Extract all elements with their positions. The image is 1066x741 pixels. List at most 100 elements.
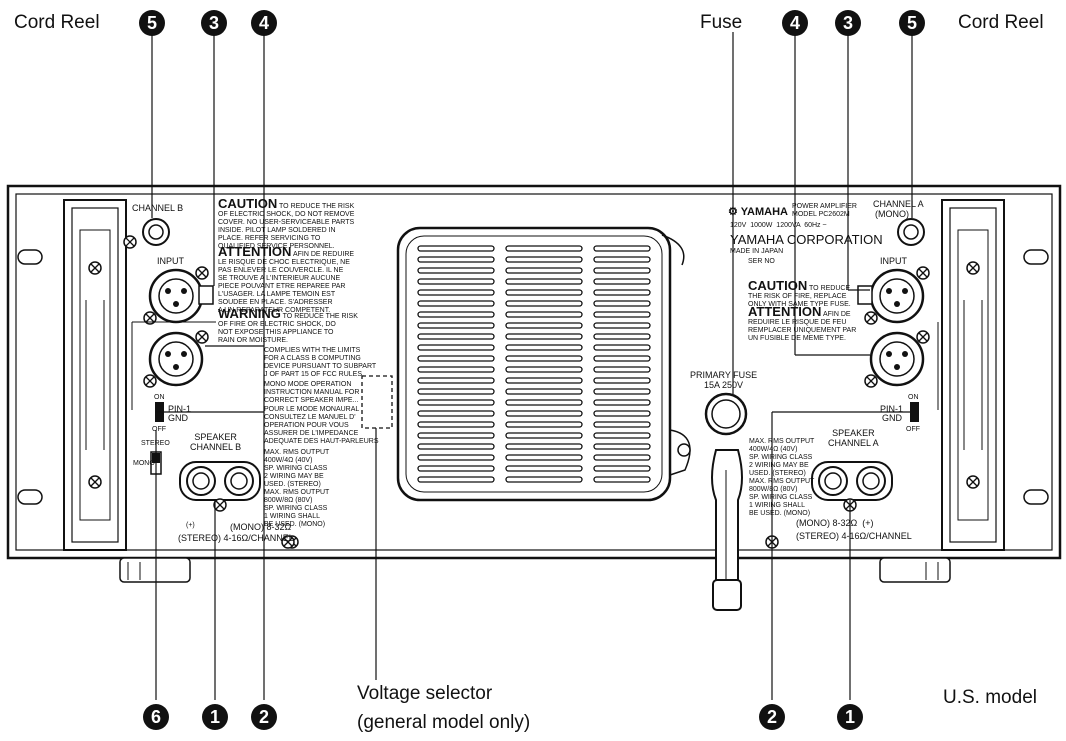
attention-right-body: AFIN DE REDUIRE LE RISQUE DE FEU REMPLAC…	[748, 311, 857, 342]
channel-a-xlr-input	[857, 266, 930, 325]
grille-slot	[417, 289, 495, 296]
badge-3-top-right: 3	[835, 10, 861, 36]
badge-3-top-left: 3	[201, 10, 227, 36]
grille-slot	[417, 366, 495, 373]
grille-slot	[505, 311, 583, 318]
pin1-label-right: PIN-1	[880, 404, 904, 414]
grille-slot	[593, 388, 651, 395]
grille-slot	[505, 443, 583, 450]
grille-slot	[417, 344, 495, 351]
grille-slot	[593, 443, 651, 450]
grille-slot	[417, 410, 495, 417]
grille-slot	[593, 289, 651, 296]
grille-slot	[593, 377, 651, 384]
max-rms-left: MAX. RMS OUTPUT 400W/4Ω (40V) SP. WIRING…	[264, 449, 330, 528]
mono-label: MONO	[133, 460, 155, 467]
caution-right: CAUTION TO REDUCE THE RISK OF FIRE, REPL…	[748, 279, 851, 309]
brand-name: YAMAHA	[740, 206, 788, 218]
leader-lines	[151, 27, 913, 700]
grille-slot	[417, 300, 495, 307]
grille-slot	[593, 432, 651, 439]
channel-a-label: CHANNEL A	[873, 199, 924, 209]
stereo-label: STEREO	[141, 440, 170, 447]
grille-slot	[505, 333, 583, 340]
pin1-gnd-switch-right	[910, 402, 919, 422]
grille-slot	[593, 410, 651, 417]
grille-slot	[417, 432, 495, 439]
grille-slot	[593, 256, 651, 263]
attention-left-body: AFIN DE REDUIRE LE RISQUE DE CHOC ELECTR…	[218, 251, 355, 314]
channel-a-xlr-output	[864, 330, 930, 388]
warning-left: WARNING TO REDUCE THE RISK OF FIRE OR EL…	[218, 307, 358, 345]
grille-slot	[505, 377, 583, 384]
grille-slot	[505, 300, 583, 307]
channel-b-xlr-output	[143, 330, 209, 388]
primary-fuse-label: PRIMARY FUSE	[690, 370, 758, 380]
stereo-a-label: (STEREO) 4-16Ω/CHANNEL	[796, 531, 912, 541]
grille-slot	[417, 322, 495, 329]
grille-slot	[505, 388, 583, 395]
grille-slot	[417, 278, 495, 285]
grille-slot	[417, 267, 495, 274]
mono-mode-notice: MONO MODE OPERATION INSTRUCTION MANUAL F…	[264, 381, 360, 404]
grille-slot	[417, 311, 495, 318]
channel-b-label: CHANNEL B	[132, 203, 184, 213]
grille-slot	[593, 421, 651, 428]
grille-slot	[593, 476, 651, 483]
badge-6-bottom-left: 6	[143, 704, 169, 730]
caution-left: CAUTION TO REDUCE THE RISK OF ELECTRIC S…	[218, 197, 354, 251]
warning-body: TO REDUCE THE RISK OF FIRE OR ELECTRIC S…	[218, 313, 358, 344]
us-model-label: U.S. model	[943, 687, 1037, 708]
grille-slot	[505, 432, 583, 439]
input-label-right: INPUT	[880, 256, 907, 266]
grille-slot	[505, 267, 583, 274]
grille-slot	[417, 421, 495, 428]
grille-slot	[593, 333, 651, 340]
grille-slot	[505, 476, 583, 483]
badge-1-bottom-left: 1	[202, 704, 228, 730]
on-label-right: ON	[908, 394, 919, 401]
grille-slot	[505, 465, 583, 472]
badge-2-bottom-right: 2	[759, 704, 785, 730]
max-rms-right: MAX. RMS OUTPUT 400W/4Ω (40V) SP. WIRING…	[749, 438, 815, 517]
grille-slot	[417, 443, 495, 450]
voltage-selector-label: Voltage selector	[357, 683, 493, 704]
fuse-rating-label: 15A 250V	[704, 380, 744, 390]
badge-4-top-right: 4	[782, 10, 808, 36]
channel-a-sublabel: (MONO)	[875, 209, 909, 219]
caution-right-body: TO REDUCE THE RISK OF FIRE, REPLACE ONLY…	[748, 285, 851, 308]
cord-reel-right	[941, 199, 1005, 551]
grille-slot	[417, 245, 495, 252]
made-in-label: MADE IN JAPAN	[730, 248, 784, 255]
power-cord	[711, 449, 743, 611]
grille-slot	[593, 366, 651, 373]
mono-b-label: (MONO) 8-32Ω	[230, 522, 292, 532]
grille-slot	[505, 278, 583, 285]
ratings-label: 120V 1000W 1200VA 60Hz ~	[730, 222, 827, 229]
off-label-right: OFF	[906, 426, 920, 433]
grille-slot	[505, 421, 583, 428]
badge-1-bottom-right: 1	[837, 704, 863, 730]
attention-right-head: ATTENTION	[748, 304, 822, 319]
model-label: POWER AMPLIFIER MODEL PC2602M	[792, 203, 857, 218]
warning-head: WARNING	[218, 306, 281, 321]
yamaha-logo: ⚙ YAMAHA	[728, 206, 788, 218]
mono-mode-fr-notice: POUR LE MODE MONAURAL CONSULTEZ LE MANUE…	[264, 406, 379, 445]
grille-slot	[505, 256, 583, 263]
grille-slot	[593, 399, 651, 406]
gnd-label-left: GND	[168, 413, 188, 423]
cord-reel-label-right: Cord Reel	[958, 12, 1044, 33]
stereo-b-label: (STEREO) 4-16Ω/CHANNEL	[178, 533, 294, 543]
corporation-label: YAMAHA CORPORATION	[730, 232, 883, 247]
grille-slot	[417, 256, 495, 263]
caution-left-head: CAUTION	[218, 196, 278, 211]
grille-slot	[593, 278, 651, 285]
badge-4-top-left: 4	[251, 10, 277, 36]
grille-slot	[505, 322, 583, 329]
grille-slot	[593, 322, 651, 329]
speaker-terminal-channel-a	[811, 461, 893, 512]
grille-slot	[505, 355, 583, 362]
input-label-left: INPUT	[157, 256, 184, 266]
grille-slot	[505, 366, 583, 373]
